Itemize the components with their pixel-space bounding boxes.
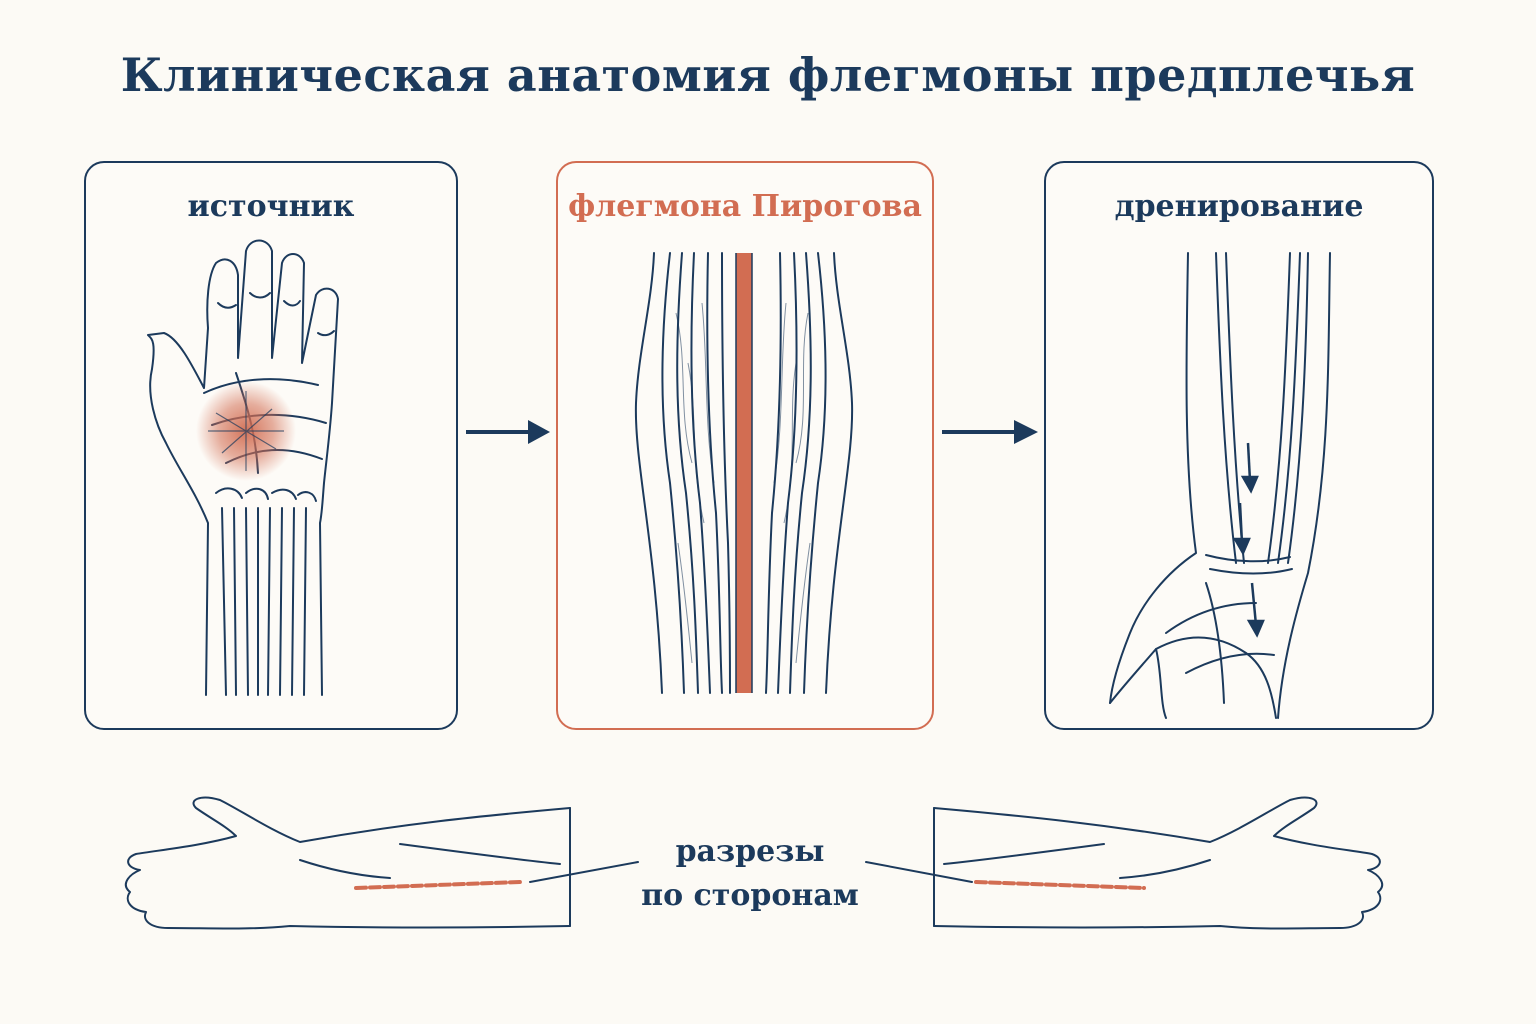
left-arm <box>124 796 571 930</box>
forearm-cross-section <box>634 252 854 694</box>
caption-line-2: по сторонам <box>641 878 859 913</box>
panel-source-title: источник <box>187 189 355 224</box>
drainage-illustration <box>1109 252 1331 719</box>
incision-left <box>354 880 522 890</box>
arms-incisions-illustration <box>124 796 1384 930</box>
panel-drainage: дренирование <box>1044 161 1434 730</box>
caption-line-1: разрезы <box>675 834 825 869</box>
arrow-right-icon <box>466 420 550 444</box>
incisions-caption: разрезы по сторонам <box>620 830 880 918</box>
right-arm <box>933 796 1384 930</box>
page-title: Клиническая анатомия флегмоны предплечья <box>120 48 1416 102</box>
pirogov-space <box>736 253 752 693</box>
panel-source: источник <box>84 161 458 730</box>
panel-pirogov: флегмона Пирогова <box>556 161 934 730</box>
panel-drainage-title: дренирование <box>1114 189 1364 224</box>
arrow-right-icon <box>942 420 1038 444</box>
incision-right <box>974 880 1146 890</box>
hand-illustration <box>147 239 339 696</box>
panel-pirogov-title: флегмона Пирогова <box>568 189 922 224</box>
